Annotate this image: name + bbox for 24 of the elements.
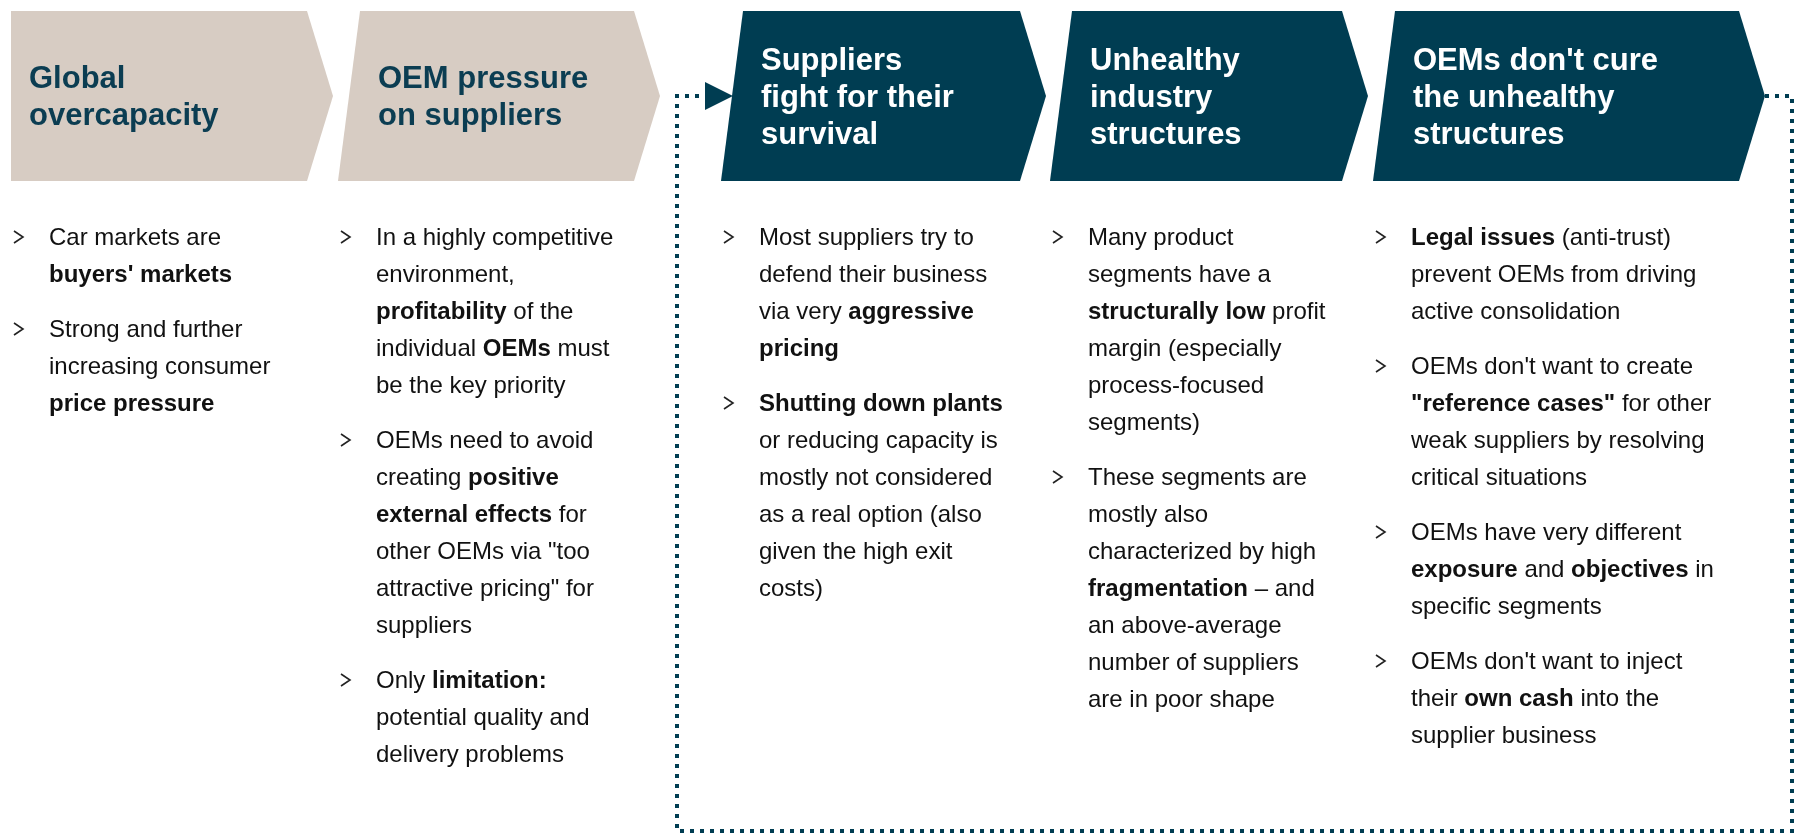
step-heading: Suppliers fight for their survival xyxy=(761,40,955,152)
bullet-text: Car markets are buyers' markets xyxy=(49,222,234,289)
bullet-text: OEMs need to avoid creating positive external effects for other OEMs via "too attractive pricing" for suppliers xyxy=(376,425,595,640)
stage-header xyxy=(721,11,1046,181)
step-heading: Unhealthy industry structures xyxy=(1090,40,1243,152)
bullet-text: OEMs don't want to inject their own cash into the supplier business xyxy=(1411,646,1684,750)
bullet-text: Many product segments have a structurally low profit margin (especially process-focused segments) xyxy=(1088,222,1327,437)
bullet-text: Only limitation: potential quality and delivery problems xyxy=(376,665,591,769)
bullet-text: Legal issues (anti-trust) prevent OEMs from driving active consolidation xyxy=(1411,222,1698,326)
step-heading: OEMs don't cure the unhealthy structures xyxy=(1413,40,1660,152)
bullet-text: In a highly competitive environment, profitability of the individual OEMs must be the key priority xyxy=(376,222,615,400)
bullet-text: OEMs don't want to create "reference cases" for other weak suppliers by resolving critical situations xyxy=(1411,351,1713,492)
bullet-text: Shutting down plants or reducing capacity is mostly not considered as a real option (also given the high exit costs) xyxy=(759,388,1004,603)
bullet-text: Strong and further increasing consumer price pressure xyxy=(49,314,272,418)
step-heading: OEM pressure on suppliers xyxy=(378,59,590,133)
bullet-text: OEMs have very different exposure and objectives in specific segments xyxy=(1411,517,1715,621)
bullet-text: These segments are mostly also characterized by high fragmentation – and an above-average number of suppliers are in poor shape xyxy=(1088,462,1318,714)
stage-header xyxy=(338,11,660,181)
bullet-text: Most suppliers try to defend their business via very aggressive pricing xyxy=(759,222,989,363)
stage-header xyxy=(1050,11,1368,181)
stage-header xyxy=(11,11,333,181)
loop-arrow xyxy=(675,82,1794,833)
step-heading: Global overcapacity xyxy=(29,59,220,133)
stage-header xyxy=(1373,11,1765,181)
